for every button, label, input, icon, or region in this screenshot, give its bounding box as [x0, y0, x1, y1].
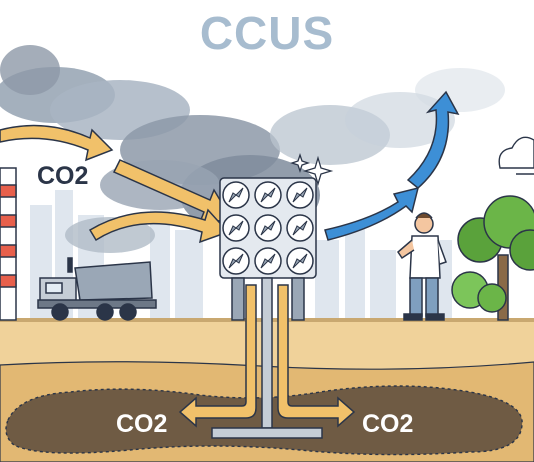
co2-storage-right-label-subscript: 2	[399, 410, 414, 438]
cloud-icon	[498, 136, 534, 169]
direct-air-capture-fan-array-icon	[219, 177, 317, 321]
dump-truck-icon	[37, 257, 157, 321]
tree-icon	[451, 195, 534, 321]
co2-storage-left-label-subscript: 2	[153, 410, 168, 438]
diagram-title: CCUS	[199, 7, 335, 59]
co2-air-label: CO2	[37, 162, 88, 191]
sparkle-icon	[289, 152, 334, 187]
person-icon	[397, 212, 447, 321]
co2-injection-arrow-left	[178, 284, 257, 428]
co2-storage-right-label-text: CO	[362, 410, 400, 438]
factory-chimney-icon	[0, 167, 17, 321]
clean-air-arrows	[324, 90, 460, 241]
injection-pipes	[178, 277, 356, 439]
co2-storage-left-label-text: CO	[116, 410, 154, 438]
clean-air-arrow-lower	[324, 186, 420, 241]
co2-storage-right-label: CO2	[362, 410, 413, 439]
co2-air-label-text: CO	[37, 162, 75, 190]
co2-storage-left-label: CO2	[116, 410, 167, 439]
co2-emission-arrows	[0, 124, 234, 244]
co2-injection-arrow-right	[277, 284, 356, 428]
co2-air-label-subscript: 2	[74, 162, 89, 190]
clean-air-arrow-upper	[406, 90, 460, 189]
co2-arrow-upper-left	[0, 124, 114, 162]
